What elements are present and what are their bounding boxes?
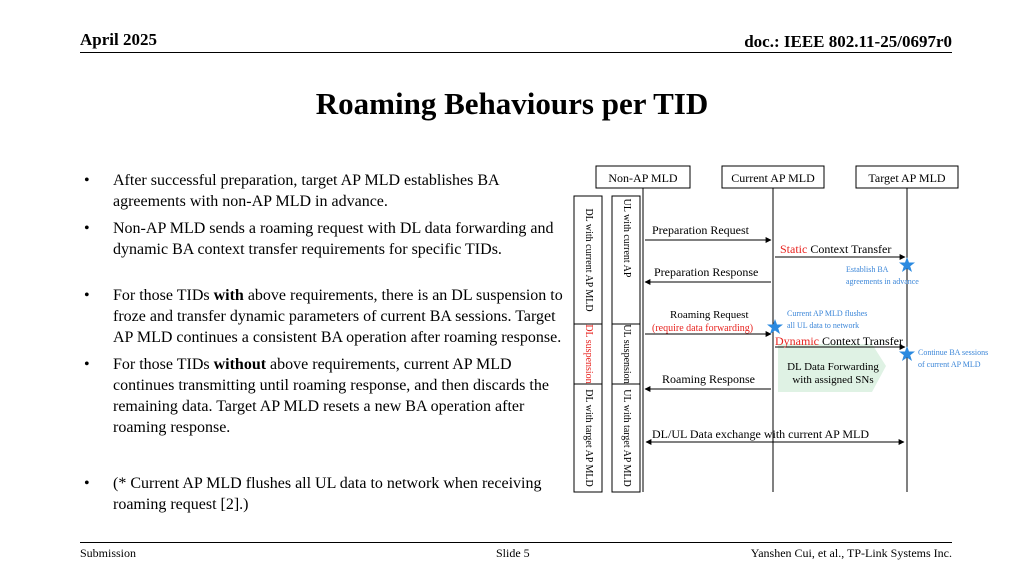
bullet-item: For those TIDs without above requirement… [84,354,574,438]
entity-target-ap-mld: Target AP MLD [855,165,959,189]
roaming-request-label: Roaming Request [670,309,749,321]
bullet-text: For those TIDs [113,356,214,373]
bullet-item: Non-AP MLD sends a roaming request with … [84,218,574,260]
slide-title: Roaming Behaviours per TID [315,86,709,121]
flush-note-line2: all UL data to network [787,321,859,330]
static-context-label: Static Context Transfer [780,242,891,256]
star-icon [899,257,915,272]
preparation-request-label: Preparation Request [652,223,750,237]
preparation-response-label: Preparation Response [654,265,758,279]
context-transfer-text: Context Transfer [807,242,891,256]
ul-current-label: UL with current AP [621,199,632,278]
header-date: April 2025 [80,30,157,49]
entity-label: Current AP MLD [731,171,815,185]
footer-slide-number: Slide 5 [496,546,530,560]
bullet-text: above requirements, current AP MLD conti… [113,356,549,436]
dl-current-label: DL with current AP MLD [583,208,594,311]
bullet-item: (* Current AP MLD flushes all UL data to… [84,473,574,515]
bullet-item: After successful preparation, target AP … [84,170,574,212]
data-exchange-label: DL/UL Data exchange with current AP MLD [652,427,869,441]
continue-ba-note-line2: of current AP MLD [918,360,981,369]
establish-ba-note: Establish BA [846,265,889,274]
entity-label: Target AP MLD [868,171,945,185]
dynamic-context-label: Dynamic Context Transfer [775,334,903,348]
ul-state-column: UL with current AP UL suspension UL with… [611,195,641,493]
roaming-request-requirement: (require data forwarding) [652,323,753,334]
ul-suspension-label: UL suspension [621,324,632,383]
dl-target-label: DL with target AP MLD [583,389,594,486]
dl-state-column: DL with current AP MLD DL suspension DL … [573,195,603,493]
bullet-list: After successful preparation, target AP … [84,170,574,515]
bullet-item: For those TIDs with above requirements, … [84,285,574,348]
static-keyword: Static [780,242,807,256]
entity-current-ap-mld: Current AP MLD [721,165,825,189]
star-icon [767,319,783,334]
bullet-text: For those TIDs [113,287,214,304]
entity-non-ap-mld: Non-AP MLD [595,165,691,189]
footer-authors: Yanshen Cui, et al., TP-Link Systems Inc… [750,546,952,560]
continue-ba-note: Continue BA sessions [918,348,988,357]
dl-suspension-label: DL suspension [583,324,594,383]
dl-forwarding-block [778,344,886,392]
bullet-text: Non-AP MLD sends a roaming request with … [113,220,554,258]
footer-divider [80,542,952,543]
dl-forwarding-text: DL Data Forwarding [787,361,879,373]
star-icon [899,346,915,361]
establish-ba-note-line2: agreements in advance [846,277,919,286]
dl-forwarding-subtext: with assigned SNs [792,374,873,386]
flush-note: Current AP MLD flushes [787,309,867,318]
ul-target-label: UL with target AP MLD [621,389,632,486]
header-doc-id: doc.: IEEE 802.11-25/0697r0 [744,32,952,51]
footer-submission: Submission [80,546,137,560]
roaming-response-label: Roaming Response [662,372,755,386]
bullet-text: (* Current AP MLD flushes all UL data to… [113,475,542,513]
bullet-emphasis: with [213,287,244,304]
bullet-emphasis: without [213,356,267,373]
dynamic-keyword: Dynamic [775,334,819,348]
bullet-text: After successful preparation, target AP … [113,172,499,210]
context-transfer-text: Context Transfer [819,334,903,348]
bullet-text: above requirements, there is an DL suspe… [113,287,563,346]
header-divider [80,52,952,53]
entity-label: Non-AP MLD [608,171,678,185]
